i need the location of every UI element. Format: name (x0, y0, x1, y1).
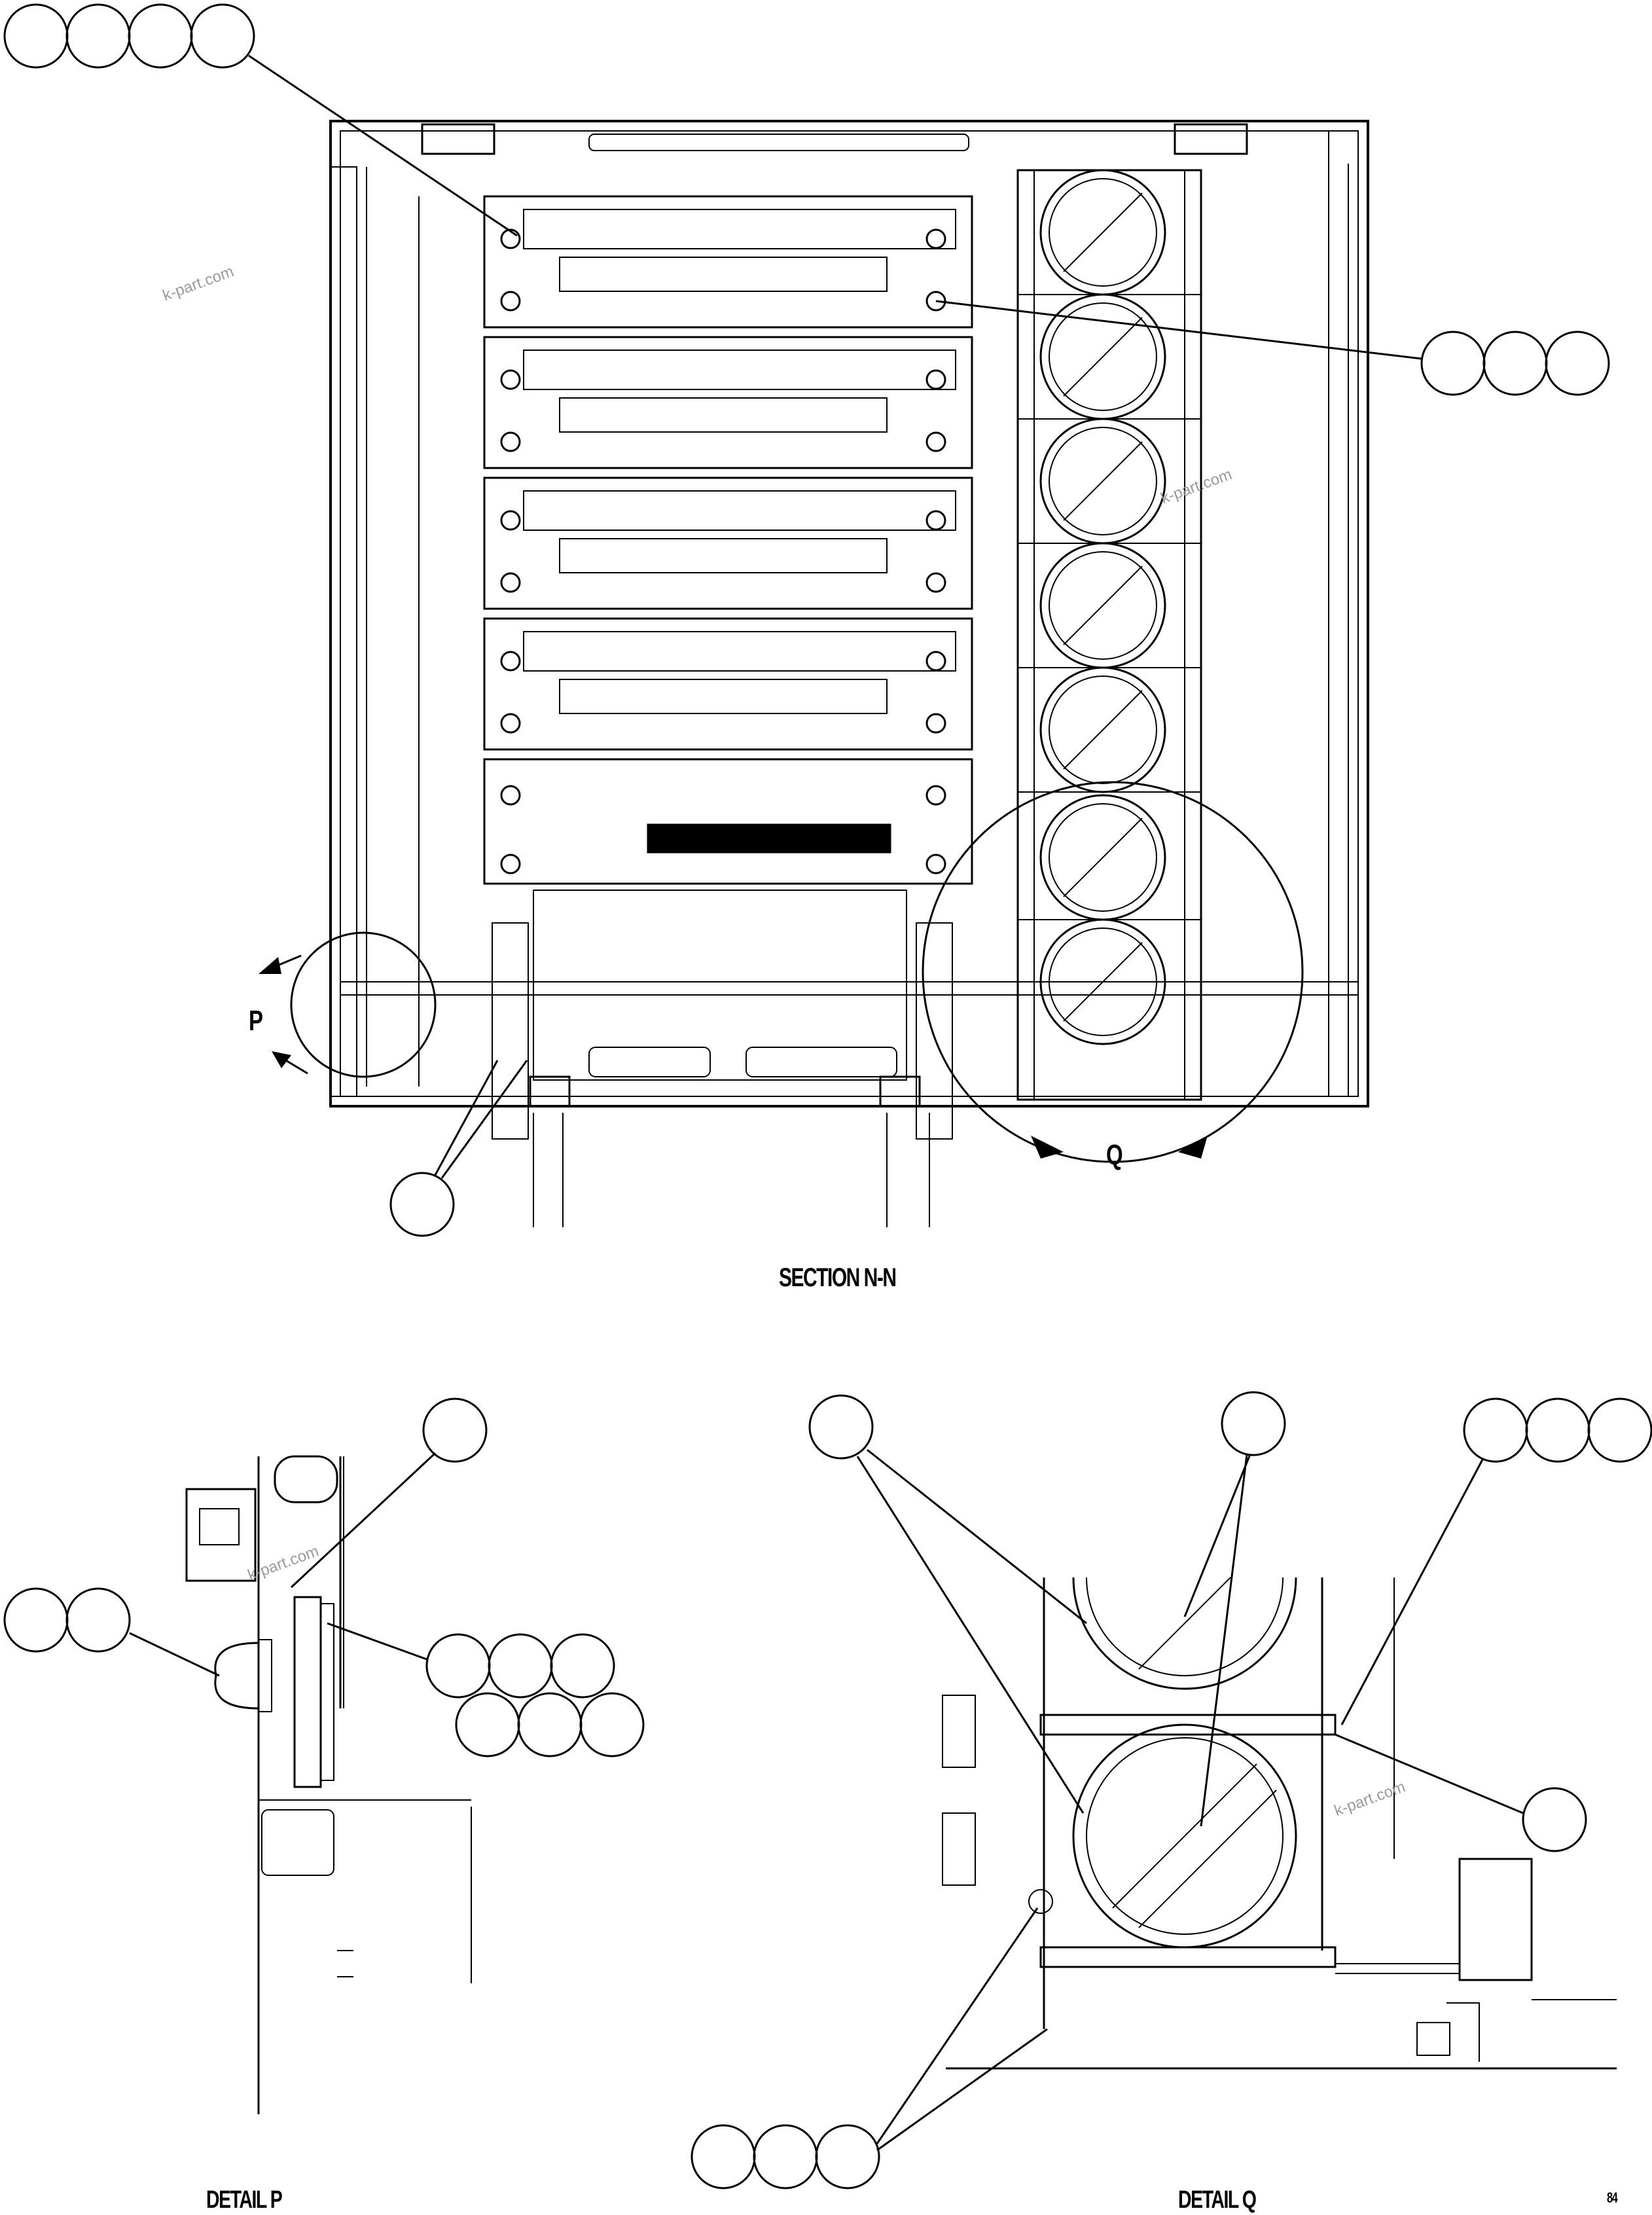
separator-plate (1039, 1946, 1337, 1968)
callout-balloon (425, 1633, 491, 1699)
callout-balloon (808, 1394, 874, 1460)
cable-gland (1072, 1577, 1297, 1690)
callout-balloon (1525, 1397, 1590, 1463)
leader-line (290, 1452, 437, 1589)
hinge (185, 1488, 257, 1582)
callout-balloon (1463, 1397, 1528, 1463)
leader-line (440, 1060, 528, 1179)
detail-q-indicator (922, 781, 1304, 1163)
cable-gland (1039, 794, 1166, 921)
callout-balloon (1522, 1787, 1587, 1852)
callout-balloon (1221, 1391, 1286, 1456)
detail-p-indicator (290, 931, 437, 1078)
terminal-block (647, 823, 891, 854)
bracket (492, 922, 529, 1140)
leader-line (876, 2028, 1048, 2152)
callout-balloon (455, 1692, 520, 1757)
callout-balloon (550, 1633, 615, 1699)
detail-q-view (691, 1391, 1652, 2189)
leader-line (1183, 1454, 1251, 1617)
callout-balloon (1482, 331, 1548, 396)
enclosure-inner (340, 130, 1359, 1097)
terminal-block (559, 679, 888, 714)
cable-gland (1039, 542, 1166, 669)
bolt (199, 1508, 240, 1545)
bolt (1028, 1889, 1053, 1914)
leader-line (867, 1449, 1087, 1625)
leader-line (248, 54, 518, 237)
leader-line (1340, 1459, 1484, 1725)
leader-line (434, 1060, 499, 1176)
hinge (1174, 123, 1248, 155)
detail-p-view (3, 1397, 645, 2114)
bracket (1458, 1858, 1533, 1981)
cable-gland (1039, 418, 1166, 545)
separator-plate (1039, 1714, 1337, 1736)
callout-balloon (65, 3, 131, 69)
callout-balloon (3, 3, 69, 69)
module-tray (483, 336, 973, 469)
leader-line (856, 1456, 1085, 1814)
callout-balloon (517, 1692, 583, 1757)
callout-balloon (1545, 331, 1610, 396)
callout-balloon (128, 3, 193, 69)
callout-balloon (753, 2124, 818, 2189)
bolt (1416, 2022, 1450, 2056)
detail-q-label: DETAIL Q (1178, 2186, 1257, 2214)
callout-balloon (3, 1587, 69, 1653)
cable-gland (1039, 293, 1166, 420)
detail-p-ref-label: P (249, 1005, 263, 1037)
callout-balloon (691, 2124, 756, 2189)
leader-line (129, 1632, 220, 1677)
detail-p-label: DETAIL P (206, 2186, 283, 2214)
enclosure-outer (329, 120, 1369, 1108)
detail-q-ref-label: Q (1106, 1139, 1123, 1171)
section-label: SECTION N-N (779, 1263, 897, 1292)
section-n-n-view (3, 3, 1610, 1237)
leader-line (1335, 1733, 1524, 1814)
callout-balloon (488, 1633, 553, 1699)
clamp-plate (293, 1596, 322, 1788)
terminal-block (559, 538, 888, 573)
callout-balloon (1587, 1397, 1652, 1463)
callout-balloon (1420, 331, 1486, 396)
module-tray (483, 195, 973, 329)
cable-gland (1039, 666, 1166, 793)
left-rail (330, 166, 357, 1097)
cable-gland (1072, 1723, 1297, 1949)
bracket (916, 922, 953, 1140)
leader-line (327, 1622, 427, 1661)
sheet-code: 84 (1607, 2189, 1618, 2206)
leader-line (876, 1907, 1039, 2144)
leader-line (1200, 1454, 1248, 1827)
callout-balloon (65, 1587, 131, 1653)
module-tray (483, 617, 973, 751)
terminal-block (559, 257, 888, 292)
leader-line (935, 300, 1422, 360)
module-tray (483, 758, 973, 885)
hinge (421, 123, 495, 155)
callout-balloon (190, 3, 255, 69)
callout-balloon (422, 1397, 488, 1463)
module-tray (483, 477, 973, 610)
cable-gland (1039, 169, 1166, 296)
callout-balloon (815, 2124, 880, 2189)
callout-balloon (389, 1172, 455, 1237)
terminal-block (559, 397, 888, 433)
callout-balloon (579, 1692, 645, 1757)
